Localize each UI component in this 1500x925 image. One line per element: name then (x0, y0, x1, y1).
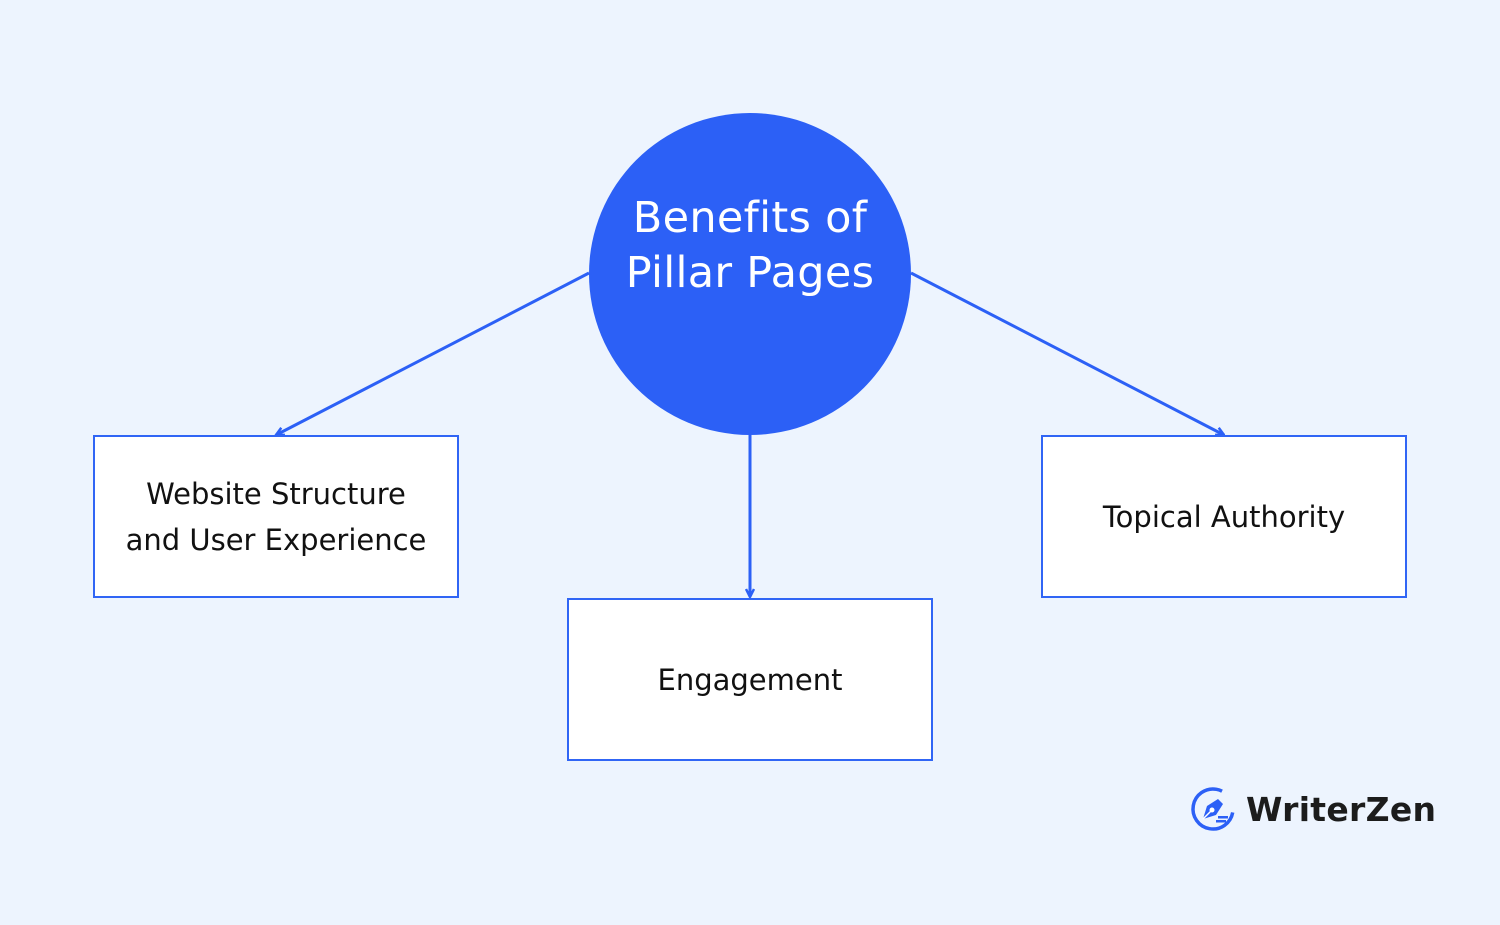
brand-logo: WriterZen (1190, 786, 1436, 832)
center-node-title: Benefits of Pillar Pages (625, 193, 875, 298)
node-label: Website Structure and User Experience (125, 476, 427, 557)
center-node: Benefits of Pillar Pages (589, 113, 911, 435)
node-website-structure: Website Structure and User Experience (93, 435, 459, 598)
node-topical-authority: Topical Authority (1041, 435, 1407, 598)
node-label: Engagement (657, 662, 843, 697)
edge-center-to-left (276, 271, 590, 437)
node-label: Topical Authority (1102, 499, 1346, 534)
node-engagement: Engagement (567, 598, 933, 761)
brand-name: WriterZen (1246, 789, 1437, 829)
edge-center-to-right (910, 271, 1224, 437)
pen-nib-icon (1191, 787, 1235, 831)
